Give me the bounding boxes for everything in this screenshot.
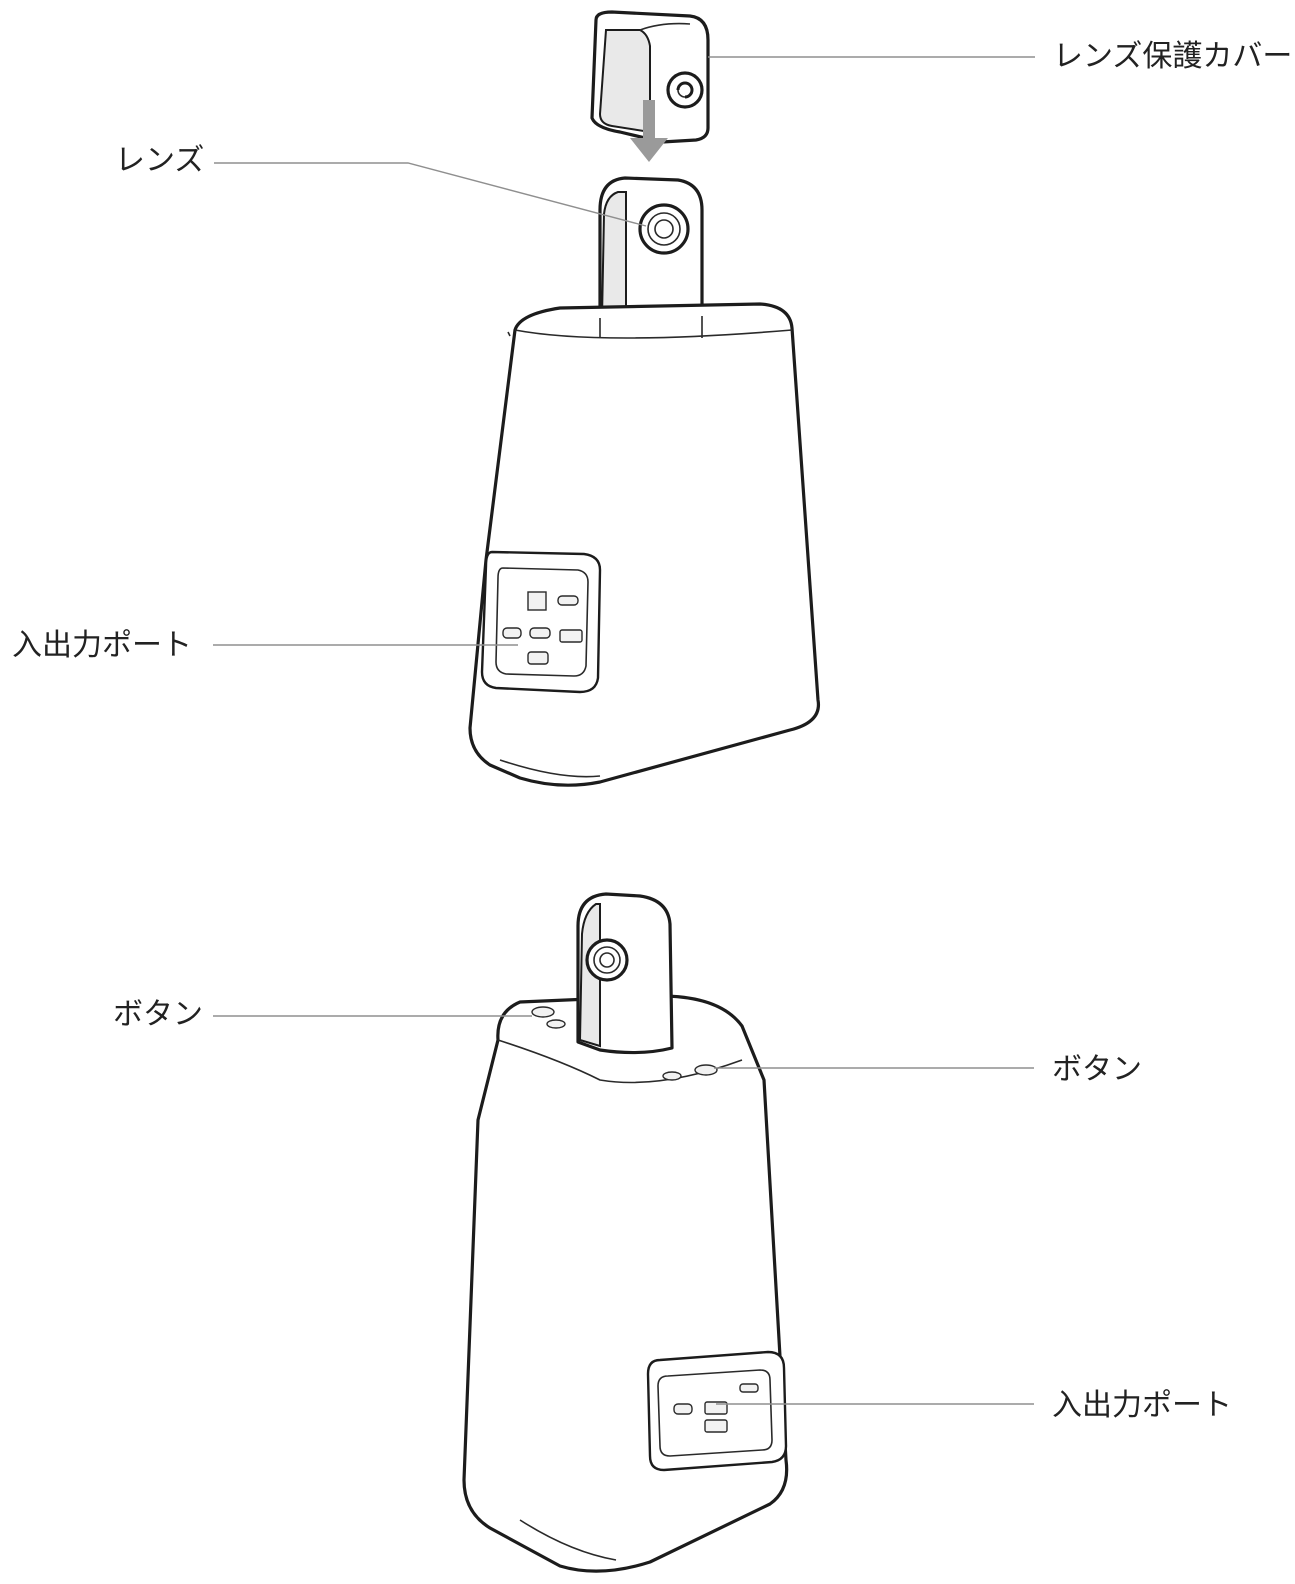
back-body-illustration	[462, 994, 789, 1573]
back-lens-head-illustration	[576, 892, 674, 1055]
io-port-front-label: 入出力ポート	[12, 628, 192, 663]
io-port-back-label: 入出力ポート	[1052, 1388, 1232, 1423]
io-port-panel-front	[480, 550, 602, 694]
lens-label: レンズ	[115, 143, 205, 178]
button-left-label: ボタン	[113, 997, 203, 1032]
device-front-view	[213, 10, 1035, 787]
lens-head-illustration	[598, 176, 704, 319]
lens-cover-illustration	[590, 10, 710, 144]
device-back-view	[213, 892, 1034, 1573]
button-right-label: ボタン	[1052, 1052, 1142, 1087]
leader-line-lens	[214, 162, 647, 227]
arrow-down-icon	[630, 100, 668, 162]
top-buttons-illustration	[531, 1006, 718, 1081]
main-body-illustration	[468, 302, 821, 787]
io-port-panel-back	[646, 1350, 788, 1472]
lens-cover-label: レンズ保護カバー	[1053, 39, 1293, 74]
